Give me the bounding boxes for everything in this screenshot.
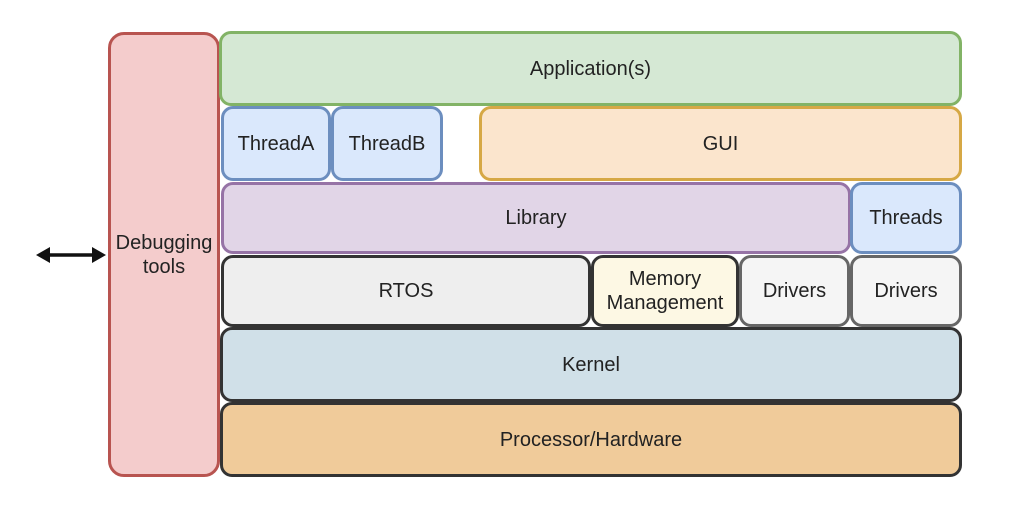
processor-hardware-layer: Processor/Hardware [220, 402, 962, 477]
processor-hardware-label: Processor/Hardware [499, 428, 683, 451]
library-label: Library [505, 207, 567, 229]
thread-a-block: ThreadA [221, 106, 331, 181]
thread-b-block: ThreadB [331, 106, 443, 181]
rtos-label: RTOS [378, 280, 434, 302]
threads-label: Threads [869, 207, 943, 229]
gui-block: GUI [479, 106, 962, 181]
rtos-block: RTOS [221, 255, 591, 327]
thread-b-label: ThreadB [348, 132, 426, 155]
application-label: Application(s) [529, 57, 652, 80]
memory-management-label-line2: Management [606, 292, 724, 314]
debugging-tools-label-line2: tools [142, 255, 186, 278]
memory-management-label-line1: Memory [628, 268, 702, 290]
debugging-tools-block: Debugging tools [108, 32, 220, 477]
application-layer: Application(s) [219, 31, 962, 106]
drivers-block-1: Drivers [739, 255, 850, 327]
drivers-label-2: Drivers [874, 280, 938, 302]
gui-label: GUI [702, 132, 739, 155]
threads-block: Threads [850, 182, 962, 254]
drivers-label-1: Drivers [762, 280, 827, 302]
kernel-layer: Kernel [220, 327, 962, 402]
kernel-label: Kernel [562, 353, 620, 376]
thread-a-label: ThreadA [237, 132, 315, 155]
library-layer: Library [221, 182, 851, 254]
memory-management-block: Memory Management [591, 255, 739, 327]
drivers-block-2: Drivers [850, 255, 962, 327]
double-headed-arrow-icon [36, 247, 106, 263]
debugging-tools-label-line1: Debugging [115, 231, 213, 254]
